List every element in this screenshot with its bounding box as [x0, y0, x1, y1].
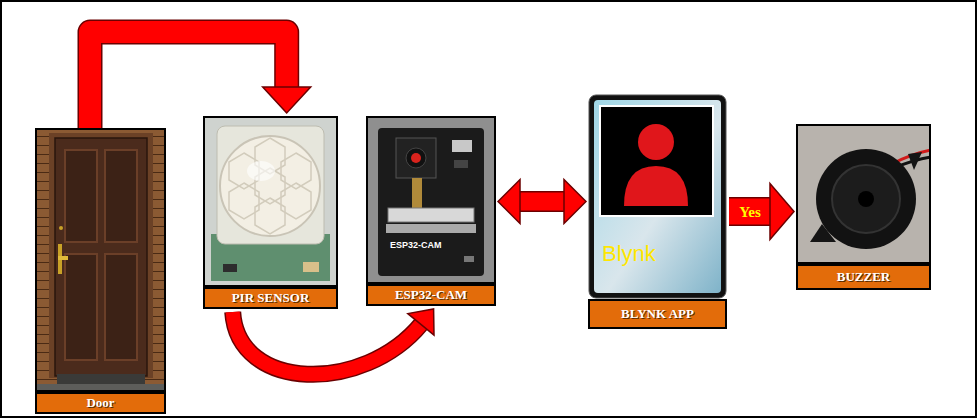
- arrow-body: [729, 199, 771, 225]
- esp32-cam-picture: [366, 116, 496, 284]
- arrow-head: [498, 180, 520, 224]
- arrow-head: [770, 184, 794, 240]
- arrow-body: [519, 193, 565, 211]
- component-box: PIR SENSOR: [203, 116, 338, 309]
- label-text: BUZZER: [837, 270, 890, 284]
- printed-text: ESP32-CAM: [390, 241, 442, 251]
- arrow-outline: [90, 32, 287, 128]
- label-text: ESP32-CAM: [395, 288, 467, 302]
- arrow-head: [408, 309, 434, 335]
- printed-text: Blynk: [602, 242, 656, 266]
- edge-label: Yes: [737, 204, 763, 219]
- component-box: ESP32-CAM ESP32-CAM: [366, 116, 496, 306]
- flow-arrow: [498, 180, 586, 224]
- arrow-head: [263, 87, 311, 113]
- phone-picture: [588, 94, 727, 299]
- label-text: BLYNK APP: [621, 307, 694, 321]
- label-text: PIR SENSOR: [232, 291, 310, 305]
- component-box: BLYNK APP Blynk: [588, 94, 727, 329]
- component-box: Door: [35, 128, 166, 414]
- component-label: BLYNK APP: [588, 299, 727, 329]
- pir-sensor-picture: [203, 116, 338, 287]
- arrow-body: [90, 32, 287, 128]
- component-box: BUZZER: [796, 124, 931, 290]
- arrow-outline: [233, 312, 422, 374]
- arrow-outline: [519, 191, 565, 212]
- arrow-outline: [729, 197, 771, 226]
- component-label: Door: [35, 392, 166, 414]
- arrow-body: [233, 312, 422, 374]
- component-label: ESP32-CAM: [366, 284, 496, 306]
- buzzer-picture: [796, 124, 931, 264]
- flow-arrow: [233, 309, 434, 374]
- component-label: BUZZER: [796, 264, 931, 290]
- arrow-head: [564, 180, 586, 224]
- door-picture: [35, 128, 166, 392]
- label-text: Door: [86, 396, 114, 410]
- flow-arrow: [90, 32, 311, 128]
- flow-arrow: [729, 184, 794, 240]
- component-label: PIR SENSOR: [203, 287, 338, 309]
